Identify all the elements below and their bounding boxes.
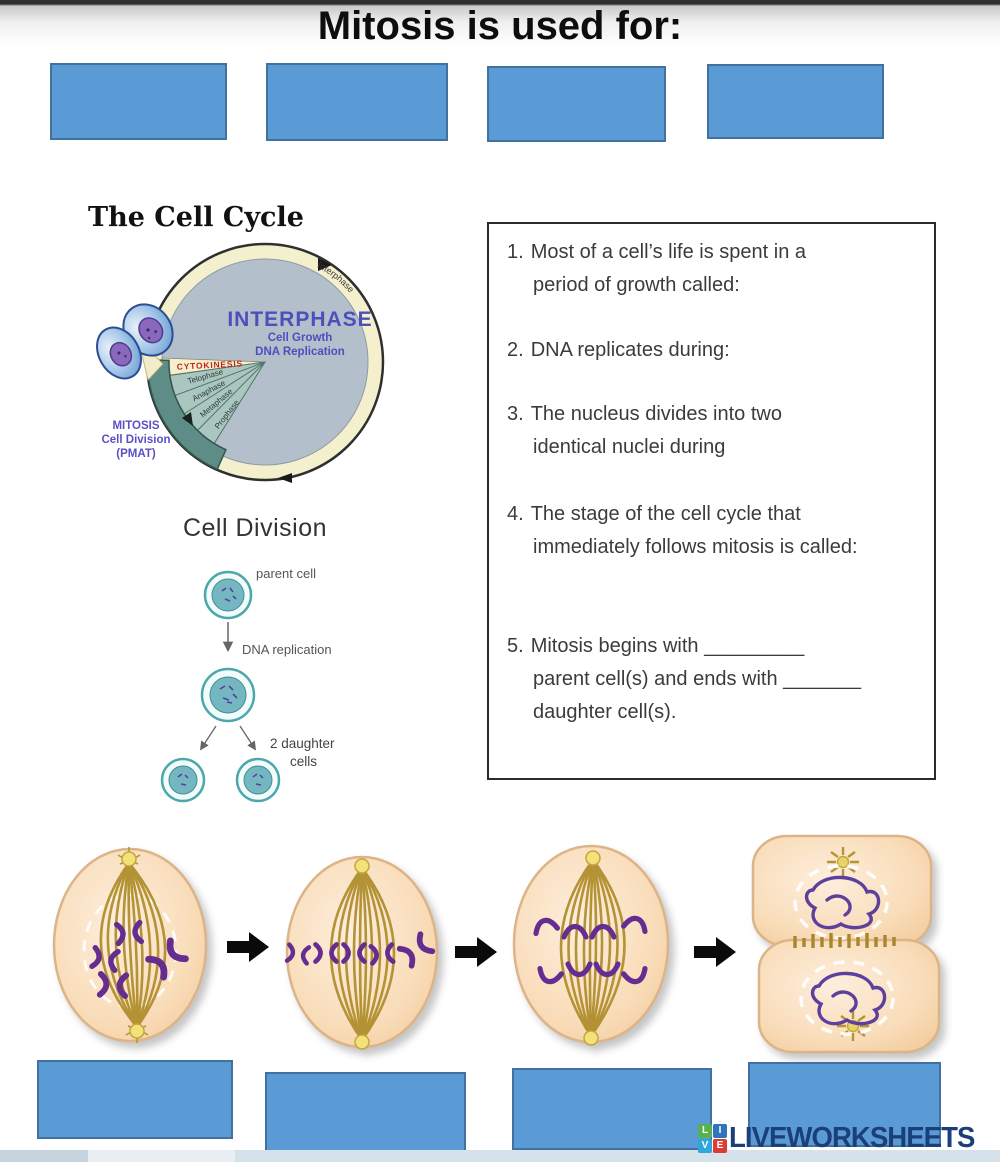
- svg-text:INTERPHASE: INTERPHASE: [227, 308, 372, 331]
- daughter-cell-2: [235, 757, 281, 803]
- mitosis-stage-4-telophase-figure: [751, 834, 941, 1054]
- centrosome-aster-icon: [837, 1011, 869, 1041]
- question-text: identical nuclei during: [533, 436, 726, 458]
- interphase-labels: INTERPHASE Cell Growth DNA Replication: [227, 308, 372, 358]
- replicated-cell: [200, 667, 256, 723]
- answer-box-top-2[interactable]: [266, 63, 448, 141]
- svg-text:Cell Division: Cell Division: [101, 434, 170, 446]
- scrollbar-segment[interactable]: [0, 1150, 88, 1162]
- mitosis-stage-2-metaphase-figure: [284, 855, 439, 1050]
- question-number: 2.: [507, 339, 524, 361]
- answer-box-top-4[interactable]: [707, 64, 884, 139]
- mitosis-label: MITOSIS Cell Division (PMAT): [101, 420, 170, 460]
- mitosis-stage-1-prophase-figure: [52, 847, 208, 1043]
- ring-arrow-bottom-icon: [278, 473, 292, 483]
- split-arrow-right-icon: [239, 725, 256, 751]
- dna-replication-label: DNA replication: [242, 642, 332, 657]
- logo-block-l: L: [698, 1123, 712, 1138]
- question-text: daughter cell(s).: [533, 701, 677, 723]
- question-5: 5. Mitosis begins with _________ parent c…: [507, 630, 926, 729]
- question-4: 4. The stage of the cell cycle that immed…: [507, 498, 926, 564]
- nuclear-envelope: [799, 960, 895, 1036]
- spindle-fibers: [559, 859, 626, 1037]
- answer-box-bottom-4[interactable]: [748, 1062, 941, 1147]
- separating-chromatids: [533, 915, 648, 985]
- question-text: Mitosis begins with _________: [530, 635, 805, 657]
- page-top-edge: [0, 0, 1000, 48]
- daughter-cells-label: 2 daughter: [270, 736, 335, 751]
- logo-blocks-icon: L I V E: [698, 1123, 727, 1153]
- question-number: 5.: [507, 635, 524, 657]
- next-stage-arrow-icon: [227, 932, 269, 962]
- centrosome-aster-icon: [354, 1034, 370, 1050]
- ring-direction-arrows: [278, 258, 332, 483]
- question-text: period of growth called:: [533, 274, 740, 296]
- spindle-fibers: [99, 862, 167, 1028]
- scrollbar-segment[interactable]: [88, 1150, 235, 1162]
- question-number: 4.: [507, 503, 524, 525]
- daughter-cells-label: cells: [290, 754, 317, 769]
- parent-cell: [203, 570, 253, 620]
- next-stage-arrow-icon: [694, 937, 736, 967]
- question-text: parent cell(s) and ends with _______: [533, 668, 861, 690]
- centrosome-aster-icon: [585, 850, 601, 866]
- question-text: DNA replicates during:: [530, 339, 730, 361]
- question-2: 2. DNA replicates during:: [507, 334, 926, 367]
- logo-block-v: V: [698, 1138, 712, 1153]
- questions-box: 1. Most of a cell’s life is spent in a pe…: [487, 222, 936, 780]
- cell-division-heading: Cell Division: [182, 514, 328, 542]
- question-3: 3. The nucleus divides into two identical…: [507, 398, 926, 464]
- centrosome-aster-icon: [827, 847, 859, 877]
- wedge-direction-arrow-icon: [182, 412, 193, 426]
- answer-box-top-1[interactable]: [50, 63, 227, 140]
- logo-block-e: E: [713, 1138, 727, 1153]
- answer-box-bottom-1[interactable]: [37, 1060, 233, 1139]
- cell-division-diagram: parent cell DNA replication 2 daughter c…: [160, 566, 335, 803]
- logo-text: LIVEWORKSHEETS: [729, 1122, 975, 1154]
- question-1: 1. Most of a cell’s life is spent in a pe…: [507, 236, 926, 302]
- answer-box-bottom-2[interactable]: [265, 1072, 466, 1152]
- ring-arrow-top-icon: [318, 258, 332, 271]
- question-text: The nucleus divides into two: [530, 403, 782, 425]
- svg-text:MITOSIS: MITOSIS: [112, 420, 159, 432]
- midbody-fibers: [793, 933, 896, 948]
- page-bottom-bar[interactable]: [0, 1150, 1000, 1162]
- cytokinesis-label: CYTOKINESIS: [176, 358, 243, 371]
- chromosomes: [89, 919, 189, 999]
- scrollbar-segment[interactable]: [235, 1150, 1000, 1162]
- answer-box-top-3[interactable]: [487, 66, 666, 142]
- svg-text:DNA Replication: DNA Replication: [255, 346, 345, 358]
- question-number: 1.: [507, 241, 524, 263]
- centrosome-aster-icon: [583, 1030, 599, 1046]
- svg-text:(PMAT): (PMAT): [116, 448, 156, 460]
- question-text: The stage of the cell cycle that: [530, 503, 801, 525]
- split-arrow-left-icon: [200, 725, 217, 751]
- question-text: Most of a cell’s life is spent in a: [530, 241, 806, 263]
- page-title: Mitosis is used for:: [317, 4, 683, 48]
- daughter-cell-1: [160, 757, 206, 803]
- next-stage-arrow-icon: [455, 937, 497, 967]
- logo-block-i: I: [713, 1123, 727, 1138]
- cell-cycle-heading: The Cell Cycle: [88, 202, 304, 233]
- centrosome-aster-icon: [354, 858, 370, 874]
- dividing-cells-illustration: [96, 303, 174, 380]
- decondensing-chromatin: [804, 875, 887, 1026]
- parent-cell-label: parent cell: [256, 566, 316, 581]
- svg-text:Cell Growth: Cell Growth: [268, 332, 333, 344]
- mitosis-wedge: [146, 357, 266, 471]
- question-text: immediately follows mitosis is called:: [533, 536, 858, 558]
- cell-cycle-diagram: Interphase INTERPHASE Cell Growth DNA Re…: [96, 242, 385, 483]
- mitosis-stage-3-anaphase-figure: [512, 844, 670, 1046]
- answer-box-bottom-3[interactable]: [512, 1068, 712, 1150]
- liveworksheets-logo[interactable]: L I V E LIVEWORKSHEETS: [698, 1121, 987, 1155]
- chromosomes-metaphase-plate: [284, 931, 436, 969]
- centrosome-aster-icon: [125, 1023, 149, 1043]
- question-number: 3.: [507, 403, 524, 425]
- centrosome-aster-icon: [117, 847, 141, 867]
